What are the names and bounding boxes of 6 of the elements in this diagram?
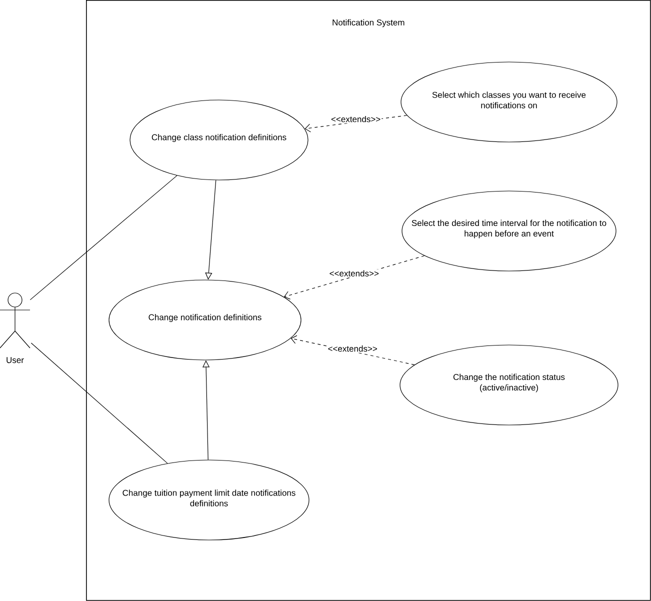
association-line [30,342,168,464]
association-line [30,175,178,300]
actor-label: User [6,357,24,364]
edge-label: <<extends>> [330,114,382,124]
edge-label: <<extends>> [326,344,378,353]
edge-label: <<extends>> [328,269,380,278]
